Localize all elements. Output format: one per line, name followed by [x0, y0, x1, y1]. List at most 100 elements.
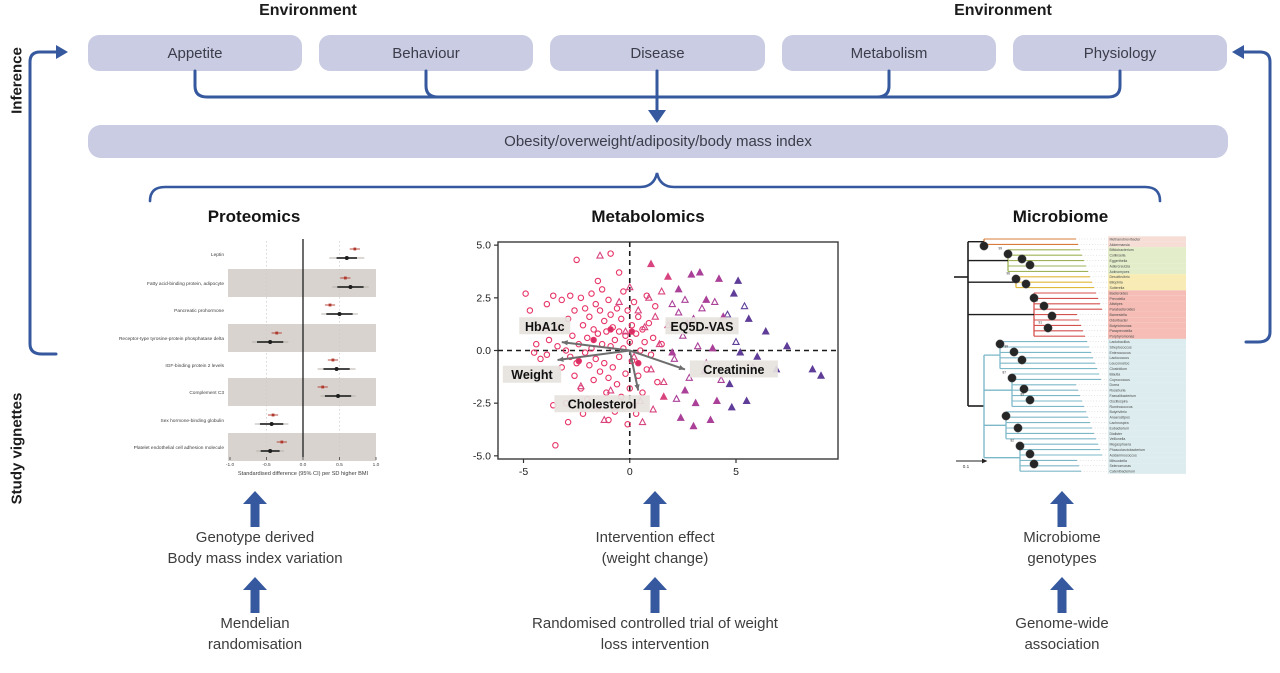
svg-text:Lactococcus: Lactococcus: [1110, 356, 1130, 360]
svg-text:Adlercreutzia: Adlercreutzia: [1110, 264, 1130, 268]
caption-column-microbiome: Microbiome genotypes Genome-wide associa…: [902, 491, 1222, 655]
left-bracket-arrow-icon: [56, 45, 68, 59]
caption-column-proteomics: Genotype derived Body mass index variati…: [95, 491, 415, 655]
inference-label: Inference: [8, 47, 26, 114]
effect-caption: Intervention effect (weight change): [595, 529, 715, 567]
svg-text:0.5: 0.5: [336, 462, 343, 468]
svg-text:Akkermansia: Akkermansia: [1110, 243, 1130, 247]
svg-text:Dialister: Dialister: [1110, 432, 1123, 436]
svg-text:Leptin: Leptin: [211, 252, 224, 258]
up-arrow-icon: [643, 491, 667, 527]
method-caption: Genome-wide association: [1015, 615, 1109, 653]
svg-text:0: 0: [627, 466, 633, 478]
svg-text:Veillonella: Veillonella: [1110, 437, 1126, 441]
svg-text:89: 89: [1004, 345, 1008, 349]
svg-text:-5.0: -5.0: [473, 450, 491, 462]
panel-title-metabolomics: Metabolomics: [591, 207, 705, 226]
vignette-brace: [148, 172, 1162, 203]
svg-text:85: 85: [1020, 393, 1024, 397]
svg-text:5.0: 5.0: [476, 240, 491, 252]
svg-text:Butyrivibrio: Butyrivibrio: [1110, 410, 1127, 414]
environment-label-right: Environment: [954, 2, 1052, 19]
svg-text:Cholesterol: Cholesterol: [568, 398, 637, 412]
up-arrow-icon: [1050, 577, 1074, 613]
svg-text:Oscillospira: Oscillospira: [1110, 399, 1128, 403]
up-arrow-icon: [1050, 491, 1074, 527]
svg-text:Prevotella: Prevotella: [1110, 297, 1126, 301]
svg-text:Eubacterium: Eubacterium: [1110, 426, 1130, 430]
svg-text:Fatty acid-binding protein, ad: Fatty acid-binding protein, adipocyte: [147, 281, 224, 287]
svg-text:Actinomyces: Actinomyces: [1110, 270, 1130, 274]
method-caption: Mendelian randomisation: [207, 615, 303, 653]
svg-text:Alistipes: Alistipes: [1110, 302, 1123, 306]
svg-text:Catenibacterium: Catenibacterium: [1110, 470, 1136, 474]
svg-text:0.1: 0.1: [963, 464, 970, 469]
svg-text:Platelet endothelial cell adhe: Platelet endothelial cell adhesion molec…: [134, 445, 225, 451]
svg-text:HbA1c: HbA1c: [525, 320, 565, 334]
up-arrow-icon: [243, 577, 267, 613]
svg-text:Phascolarctobacterium: Phascolarctobacterium: [1110, 448, 1146, 452]
caption-column-metabolomics: Intervention effect (weight change) Rand…: [495, 491, 815, 655]
svg-text:Barnesiella: Barnesiella: [1110, 313, 1127, 317]
svg-text:Leuconostoc: Leuconostoc: [1110, 362, 1130, 366]
svg-text:96: 96: [1006, 272, 1010, 276]
svg-text:Butyricimonas: Butyricimonas: [1110, 324, 1132, 328]
svg-text:Faecalibacterium: Faecalibacterium: [1110, 394, 1137, 398]
factor-box-physiology: Physiology: [1013, 35, 1227, 71]
environment-label-left: Environment: [259, 2, 357, 19]
svg-text:Anaerostipes: Anaerostipes: [1110, 416, 1131, 420]
right-bracket-arrow-icon: [1232, 45, 1244, 59]
svg-text:Roseburia: Roseburia: [1110, 389, 1126, 393]
svg-text:Creatinine: Creatinine: [703, 363, 764, 377]
svg-text:99: 99: [998, 247, 1002, 251]
svg-text:Parabacteroides: Parabacteroides: [1110, 308, 1136, 312]
svg-text:Standardised difference (95% C: Standardised difference (95% CI) per SD …: [238, 471, 369, 477]
svg-text:Bilophila: Bilophila: [1110, 281, 1123, 285]
svg-text:Clostridium: Clostridium: [1110, 367, 1128, 371]
svg-text:-5: -5: [519, 466, 528, 478]
up-arrow-icon: [643, 577, 667, 613]
svg-text:Streptococcus: Streptococcus: [1110, 345, 1132, 349]
svg-text:Dorea: Dorea: [1110, 383, 1120, 387]
factor-box-behaviour: Behaviour: [319, 35, 533, 71]
svg-text:82: 82: [1010, 439, 1014, 443]
svg-text:Collinsella: Collinsella: [1110, 254, 1126, 258]
svg-text:-1.0: -1.0: [226, 462, 235, 468]
svg-text:-0.5: -0.5: [262, 462, 271, 468]
svg-text:Megasphaera: Megasphaera: [1110, 443, 1131, 447]
method-caption: Randomised controlled trial of weight lo…: [532, 615, 778, 653]
outcome-box: Obesity/overweight/adiposity/body mass i…: [88, 125, 1228, 158]
svg-text:Lactobacillus: Lactobacillus: [1110, 340, 1130, 344]
factor-box-disease: Disease: [550, 35, 765, 71]
factor-box-appetite: Appetite: [88, 35, 302, 71]
effect-caption: Genotype derived Body mass index variati…: [167, 529, 343, 567]
svg-text:Paraprevotella: Paraprevotella: [1110, 329, 1133, 333]
svg-text:Pancreatic prohormone: Pancreatic prohormone: [174, 308, 224, 314]
svg-text:0.0: 0.0: [300, 462, 307, 468]
svg-text:Methanobrevibacter: Methanobrevibacter: [1110, 237, 1142, 241]
svg-text:Weight: Weight: [511, 368, 553, 382]
svg-text:Porphyromonas: Porphyromonas: [1110, 335, 1135, 339]
svg-text:Bifidobacterium: Bifidobacterium: [1110, 248, 1134, 252]
svg-text:2.5: 2.5: [476, 292, 491, 304]
svg-text:93: 93: [1034, 299, 1038, 303]
svg-text:EQ5D-VAS: EQ5D-VAS: [671, 320, 734, 334]
svg-text:Sutterella: Sutterella: [1110, 286, 1125, 290]
svg-text:IGF-binding protein 2 levels: IGF-binding protein 2 levels: [165, 363, 224, 369]
svg-text:Complement C3: Complement C3: [189, 390, 224, 396]
svg-text:0.0: 0.0: [476, 345, 491, 357]
factor-box-metabolism: Metabolism: [782, 35, 996, 71]
svg-text:Bacteroides: Bacteroides: [1110, 291, 1129, 295]
svg-text:Eggerthella: Eggerthella: [1110, 259, 1128, 263]
svg-text:Lachnospira: Lachnospira: [1110, 421, 1129, 425]
svg-text:Odoribacter: Odoribacter: [1110, 318, 1129, 322]
svg-text:91: 91: [1038, 321, 1042, 325]
down-arrow-icon: [648, 110, 666, 123]
svg-text:-2.5: -2.5: [473, 398, 491, 410]
svg-text:Sex hormone-binding globulin: Sex hormone-binding globulin: [161, 418, 225, 424]
svg-text:87: 87: [1002, 371, 1006, 375]
svg-text:Selenomonas: Selenomonas: [1110, 464, 1132, 468]
